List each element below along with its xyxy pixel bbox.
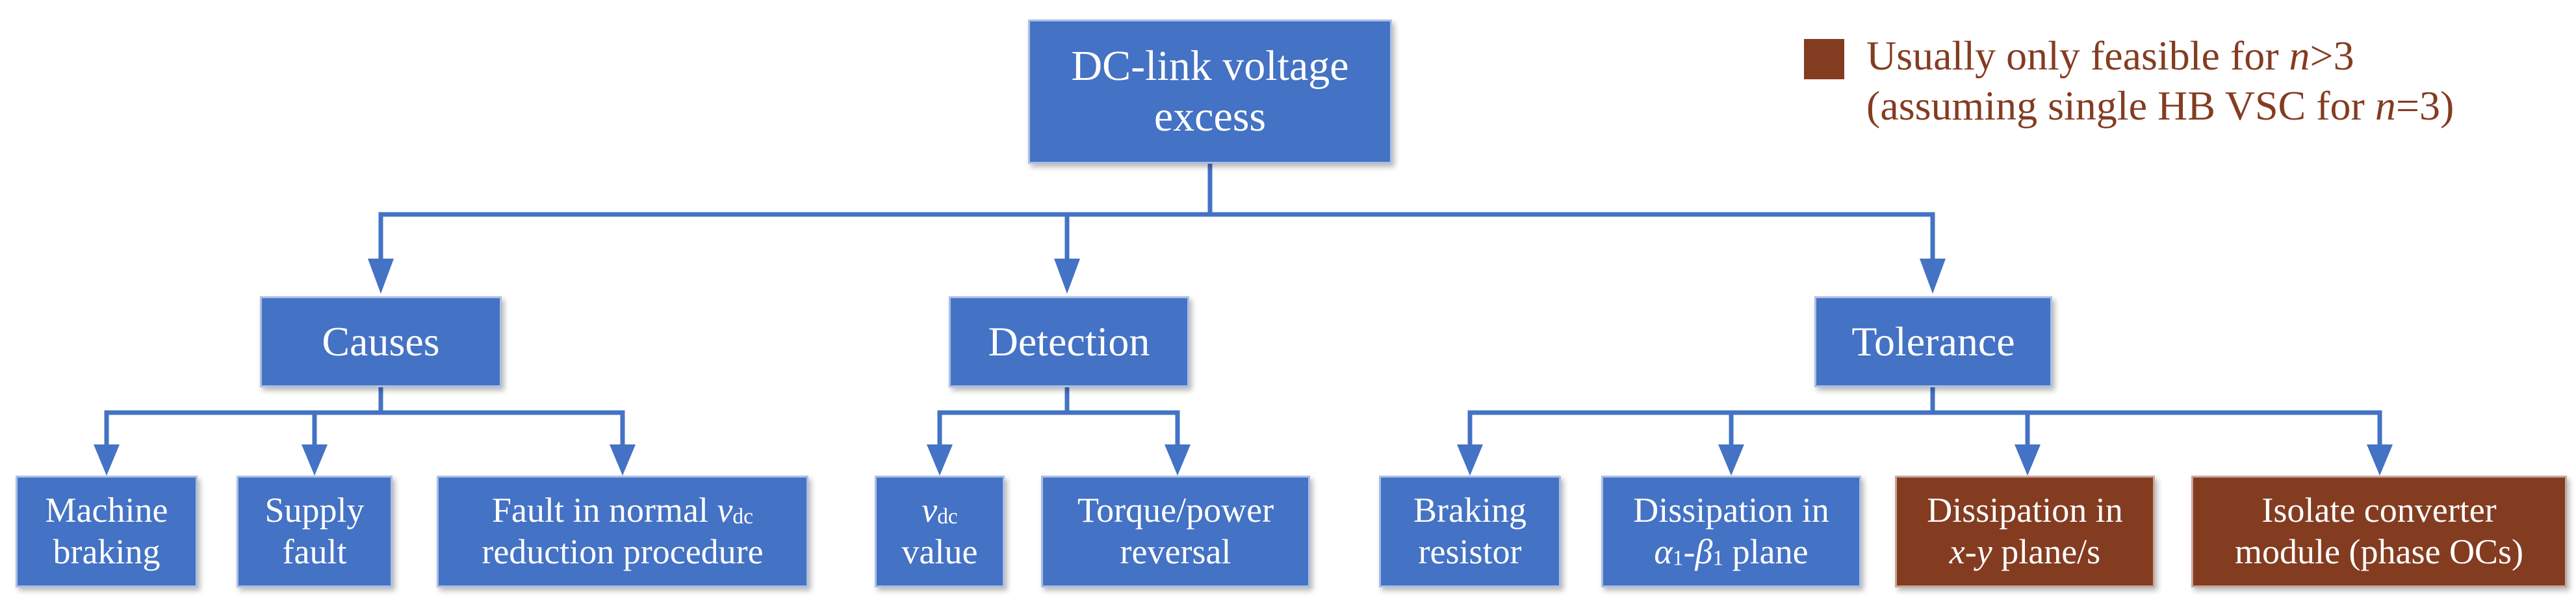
dissipation-ab-line-2: α1-β1 plane [1654, 532, 1808, 573]
vdc-value-node: vdc value [875, 476, 1005, 587]
braking-resistor-node: Braking resistor [1379, 476, 1561, 587]
isolate-module-line-1: Isolate converter [2261, 491, 2497, 530]
braking-resistor-line-1: Braking [1413, 491, 1526, 530]
dissipation-xy-line-1: Dissipation in [1927, 491, 2123, 530]
braking-resistor-line-2: resistor [1418, 532, 1522, 571]
dissipation-xy-plane: plane/s [1992, 532, 2101, 571]
xy-symbol: x-y [1949, 532, 1992, 571]
legend-line-2: (assuming single HB VSC for n=3) [1866, 81, 2454, 131]
alpha-sub: 1 [1672, 546, 1684, 571]
dissipation-xy-line-2: x-y plane/s [1950, 532, 2100, 573]
legend-text: Usually only feasible for n>3 (assuming … [1866, 31, 2454, 131]
beta-symbol: β [1695, 532, 1713, 571]
torque-reversal-node: Torque/power reversal [1041, 476, 1310, 587]
fault-reduction-line-2: reduction procedure [482, 532, 764, 571]
root-line-1: DC-link voltage [1071, 42, 1349, 90]
legend-line-1: Usually only feasible for n>3 [1866, 31, 2454, 81]
arrowhead-isolate-module [2367, 444, 2393, 476]
fault-reduction-line-1: Fault in normal vdc [492, 490, 753, 532]
arrowhead-dissipation-ab [1718, 444, 1744, 476]
fault-reduction-line-1-text: Fault in normal [491, 491, 717, 530]
vdc-value-line-1: vdc [921, 490, 958, 532]
torque-reversal-line-2: reversal [1120, 532, 1231, 571]
dissipation-ab-line-1: Dissipation in [1633, 491, 1829, 530]
arrowhead-vdc-value [927, 444, 953, 476]
dissipation-ab-plane: plane [1723, 532, 1809, 571]
legend-line-1-text: Usually only feasible for [1866, 32, 2289, 79]
vdc-value-line-2: value [901, 532, 978, 571]
fault-reduction-sub: dc [732, 504, 754, 529]
arrowhead-detection [1054, 259, 1080, 294]
torque-reversal-line-1: Torque/power [1077, 491, 1274, 530]
legend-line-2-var: n [2375, 82, 2396, 129]
legend-line-2-text: (assuming single HB VSC for [1866, 82, 2375, 129]
legend-line-2-after: =3) [2395, 82, 2454, 129]
arrowhead-machine-braking [94, 444, 120, 476]
legend-line-1-var: n [2289, 32, 2310, 79]
root-line-2: excess [1153, 93, 1267, 140]
arrowhead-torque-reversal [1165, 444, 1191, 476]
fault-reduction-node: Fault in normal vdc reduction procedure [437, 476, 808, 587]
arrowhead-braking-resistor [1457, 444, 1483, 476]
legend-swatch-brown [1804, 39, 1844, 79]
beta-sub: 1 [1712, 546, 1724, 571]
arrowhead-fault-reduction [610, 444, 636, 476]
supply-fault-node: Supply fault [237, 476, 393, 587]
dissipation-xy-node: Dissipation in x-y plane/s [1895, 476, 2155, 587]
causes-label: Causes [322, 318, 440, 365]
arrowhead-supply-fault [302, 444, 328, 476]
detection-label: Detection [988, 318, 1150, 365]
machine-braking-node: Machine braking [16, 476, 198, 587]
arrowhead-dissipation-xy [2015, 444, 2041, 476]
alpha-symbol: α [1654, 532, 1673, 571]
dissipation-ab-node: Dissipation in α1-β1 plane [1601, 476, 1861, 587]
detection-node: Detection [949, 296, 1189, 387]
alpha-beta-dash: - [1683, 532, 1695, 571]
root-node: DC-link voltage excess [1028, 19, 1392, 164]
isolate-module-line-2: module (phase OCs) [2235, 532, 2523, 571]
tolerance-node: Tolerance [1814, 296, 2052, 387]
vdc-value-sub: dc [937, 504, 958, 529]
machine-braking-line-1: Machine [45, 491, 168, 530]
supply-fault-line-2: fault [282, 532, 347, 571]
arrowhead-tolerance [1920, 259, 1946, 294]
arrowhead-causes [368, 259, 394, 294]
vdc-value-var: v [921, 491, 938, 530]
legend-line-1-after: >3 [2310, 32, 2354, 79]
fault-reduction-var: v [717, 491, 733, 530]
isolate-module-node: Isolate converter module (phase OCs) [2191, 476, 2567, 587]
causes-node: Causes [260, 296, 502, 387]
tolerance-label: Tolerance [1851, 318, 2015, 365]
supply-fault-line-1: Supply [264, 491, 365, 530]
machine-braking-line-2: braking [53, 532, 161, 571]
